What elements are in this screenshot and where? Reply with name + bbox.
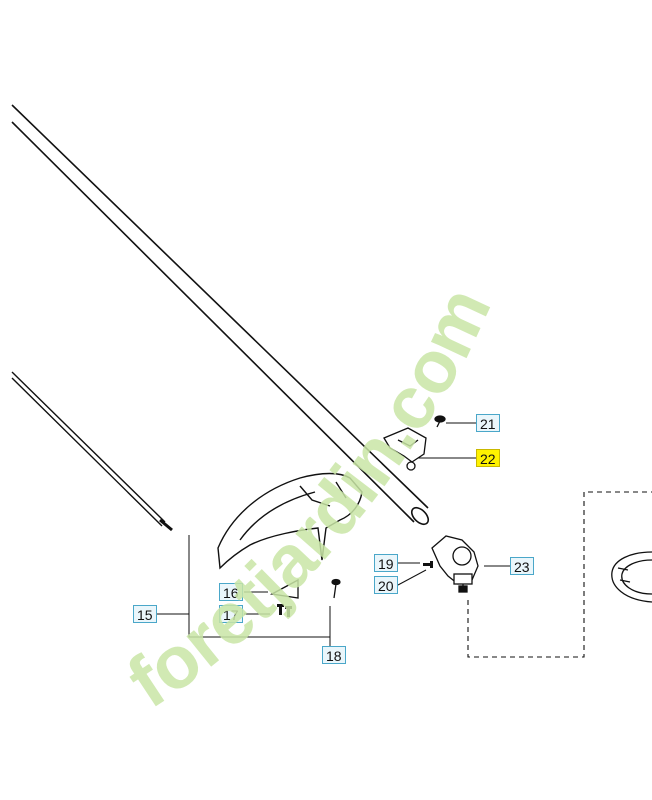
bracket-part: [383, 415, 446, 471]
leader-lines: [156, 422, 510, 646]
small-screws-part: [423, 561, 433, 568]
part-label-19[interactable]: 19: [374, 554, 398, 572]
part-label-16[interactable]: 16: [219, 583, 243, 601]
gear-head-part: [431, 535, 479, 593]
part-label-15[interactable]: 15: [133, 605, 157, 623]
drive-cable: [11, 371, 173, 532]
shaft-tube: [11, 104, 430, 526]
assembly-guide-lines: [467, 491, 652, 658]
part-label-17[interactable]: 17: [219, 605, 243, 623]
trimmer-head-part: [611, 551, 652, 603]
part-label-18[interactable]: 18: [322, 646, 346, 664]
blade-guard: [217, 472, 363, 570]
bolt-part: [331, 578, 341, 599]
screws-part: [277, 604, 292, 617]
part-label-22[interactable]: 22: [476, 449, 500, 467]
part-label-20[interactable]: 20: [374, 576, 398, 594]
part-label-23[interactable]: 23: [510, 557, 534, 575]
trim-plate-part: [269, 578, 299, 599]
part-label-21[interactable]: 21: [476, 414, 500, 432]
